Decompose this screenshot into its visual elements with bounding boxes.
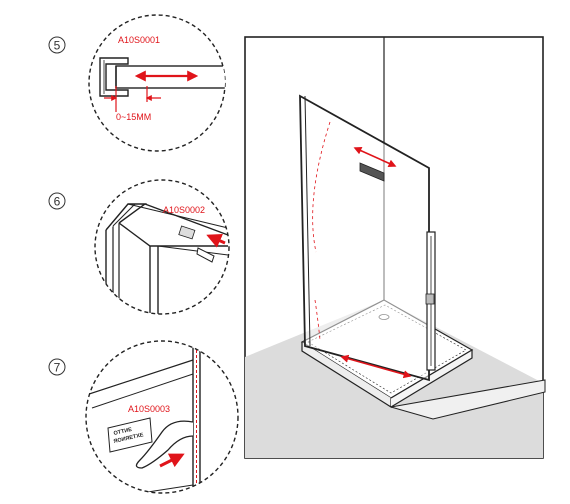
step-7-label: 7 bbox=[54, 361, 61, 375]
detail-circle-6: A10S0002 bbox=[94, 179, 230, 315]
part-code-a10s0001: A10S0001 bbox=[118, 35, 160, 45]
detail-circle-5: A10S0001 0~15MM bbox=[88, 14, 226, 152]
step-7-number: 7 bbox=[48, 358, 66, 376]
part-code-a10s0002: A10S0002 bbox=[163, 205, 205, 215]
detail-circle-7: ОТТИЕ ЯОИЯЕТХЕ A10S0003 bbox=[85, 340, 239, 494]
step-6-label: 6 bbox=[54, 195, 61, 209]
shower-enclosure-illustration bbox=[244, 36, 546, 459]
sticker-line-1: ОТТИЕ bbox=[113, 427, 133, 437]
part-code-a10s0003: A10S0003 bbox=[128, 404, 170, 414]
dimension-label: 0~15MM bbox=[116, 112, 151, 122]
step-5-label: 5 bbox=[54, 39, 61, 53]
step-5-number: 5 bbox=[48, 36, 66, 54]
step-6-number: 6 bbox=[48, 192, 66, 210]
